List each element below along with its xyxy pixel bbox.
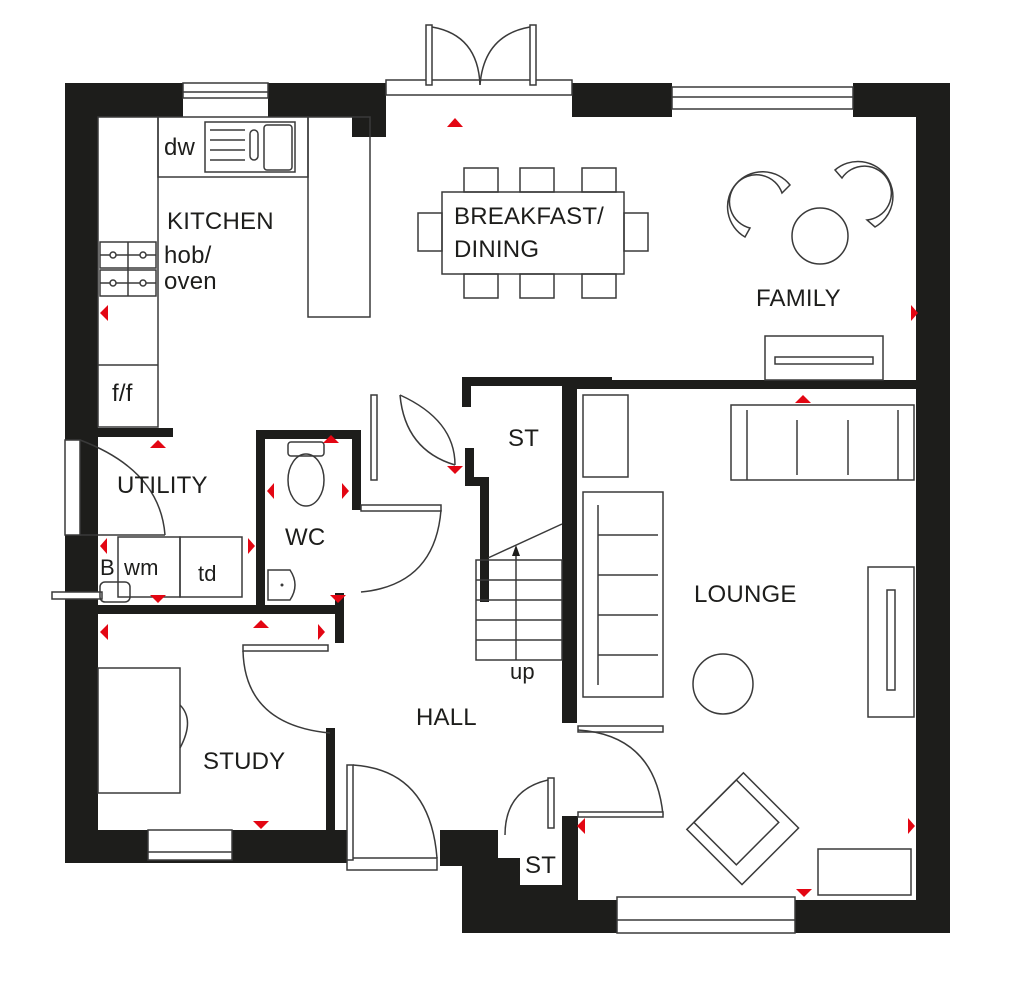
fireplace-icon xyxy=(764,335,884,381)
room-label-study: STUDY xyxy=(203,748,286,775)
room-label-breakfast: BREAKFAST/ xyxy=(454,203,605,230)
kitchen-units xyxy=(97,116,371,428)
sink-icon xyxy=(204,121,296,173)
fixture-label-dishwasher: dw xyxy=(164,134,196,161)
door-swing-icon xyxy=(79,394,664,871)
room-label-wc: WC xyxy=(285,524,326,551)
coffee-table xyxy=(692,653,754,715)
fixture-label-hob: hob/ xyxy=(164,242,212,269)
fixture-label-washing-machine: wm xyxy=(124,555,159,580)
room-label-store-upper: ST xyxy=(508,425,540,452)
basin-icon xyxy=(267,569,296,601)
fixture-label-oven: oven xyxy=(164,268,217,295)
armchair-lounge xyxy=(685,771,800,886)
room-label-family: FAMILY xyxy=(756,285,841,312)
armchair-icon xyxy=(726,160,894,265)
room-label-store-lower: ST xyxy=(525,852,557,879)
room-label-hall: HALL xyxy=(416,704,477,731)
dimension-marker-icon xyxy=(100,118,918,897)
side-unit xyxy=(817,848,912,896)
desk-icon xyxy=(97,667,189,794)
fixture-label-boiler: B xyxy=(100,555,115,580)
tv-unit xyxy=(867,566,915,718)
stairs-up-label: up xyxy=(510,659,535,684)
external-walls xyxy=(65,83,950,933)
table-icon xyxy=(417,167,649,299)
room-label-dining: DINING xyxy=(454,236,540,263)
fixture-label-tumble-dryer: td xyxy=(198,561,217,586)
utility-appliances xyxy=(51,536,243,603)
hob-icon xyxy=(99,241,157,297)
internal-walls xyxy=(98,377,916,833)
room-label-kitchen: KITCHEN xyxy=(167,208,274,235)
sofa-icon xyxy=(582,394,915,698)
toilet-icon xyxy=(287,441,325,507)
fixture-label-fridge-freezer: f/f xyxy=(112,380,133,407)
room-label-utility: UTILITY xyxy=(117,472,208,499)
french-door-icon xyxy=(385,24,573,96)
room-label-lounge: LOUNGE xyxy=(694,581,797,608)
staircase-icon xyxy=(475,523,563,661)
windows xyxy=(64,82,854,934)
